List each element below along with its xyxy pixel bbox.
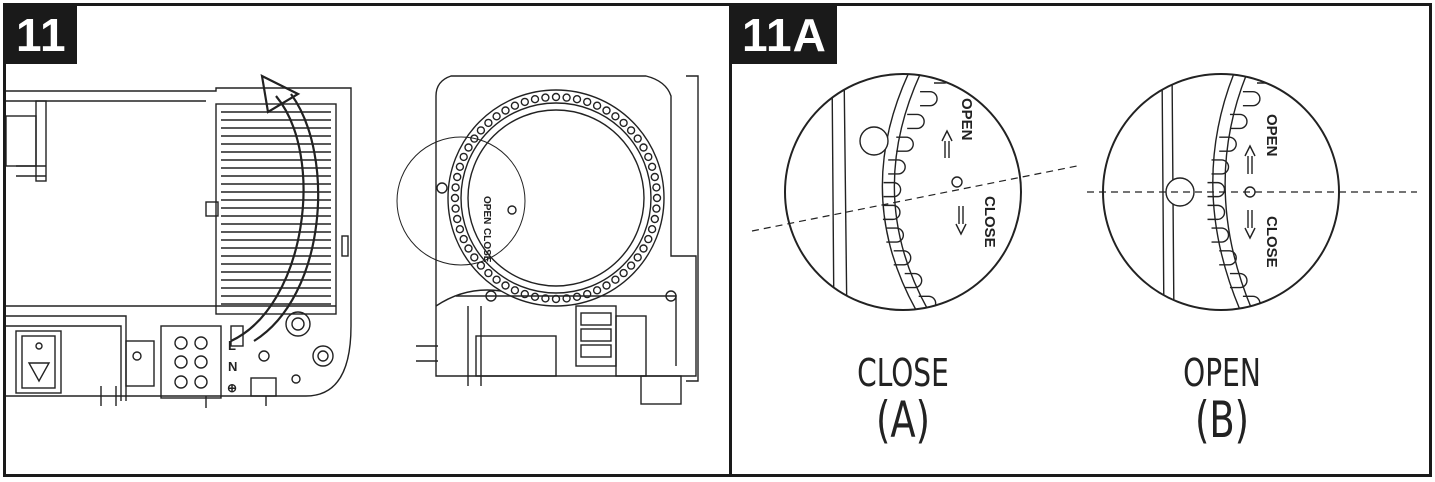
dial-label-open-b: OPEN <box>1263 114 1280 157</box>
figure-11a-panel: 11A OPEN CLOSE <box>729 3 1432 477</box>
caption-close-word: CLOSE <box>857 351 949 395</box>
caption-open-word: OPEN <box>1183 351 1261 395</box>
dial-label-close-b: CLOSE <box>1263 216 1280 268</box>
fan-grille <box>205 103 349 315</box>
detail-close: OPEN CLOSE <box>751 73 1078 311</box>
terminal-label-neutral: N <box>228 359 237 374</box>
dial-label-open-small: OPEN <box>481 196 492 224</box>
heater-housing <box>6 87 352 408</box>
figure-11a-drawing: OPEN CLOSE OPEN <box>751 73 1417 311</box>
figure-11-drawing: L N ⊕ OPEN CLOSE <box>6 74 699 408</box>
figure-11-badge: 11 <box>6 6 77 64</box>
control-dial <box>447 89 665 307</box>
dial-label-open-a: OPEN <box>958 98 975 141</box>
heater-unit-front <box>416 75 699 405</box>
dial-label-close-small: CLOSE <box>481 228 492 263</box>
terminal-block <box>125 311 334 399</box>
dial-label-close-a: CLOSE <box>981 196 998 248</box>
figure-11-panel: 11 <box>3 3 735 477</box>
rotation-arrow <box>230 95 305 342</box>
caption-open-letter: (B) <box>1194 391 1250 449</box>
caption-close-letter: (A) <box>875 391 931 449</box>
detail-open: OPEN CLOSE <box>1087 73 1417 311</box>
terminal-label-live: L <box>228 338 236 353</box>
figure-11a-badge: 11A <box>732 6 837 64</box>
terminal-label-earth: ⊕ <box>227 381 237 395</box>
detail-callout-circle <box>396 136 526 266</box>
rocker-switch <box>15 330 62 394</box>
